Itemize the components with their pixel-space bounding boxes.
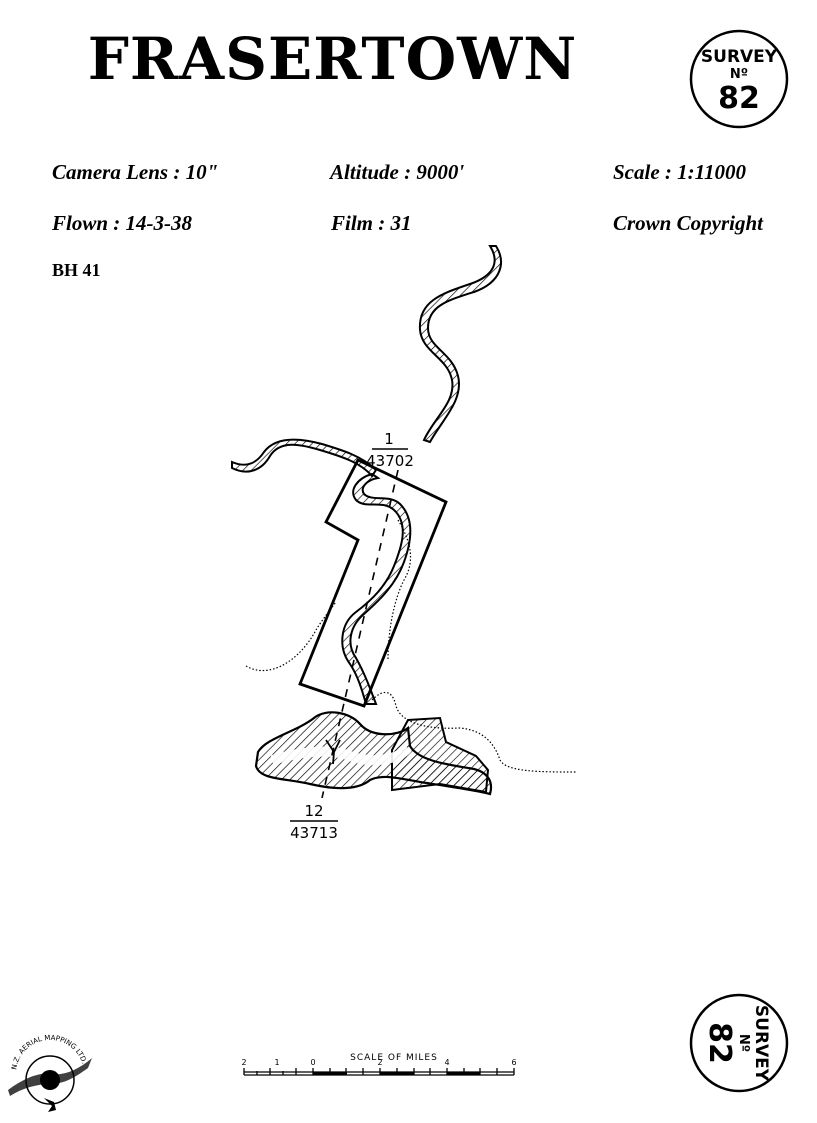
railway-line (245, 601, 337, 672)
flight-line (321, 469, 399, 799)
badge-bottom-survey-label: SURVEY (751, 1005, 771, 1082)
survey-badge-bottom: SURVEY Nº 82 (688, 992, 790, 1094)
lower-lake (254, 711, 493, 796)
camera-lens-text: Camera Lens : 10" (52, 160, 219, 184)
scale-tick-1: 1 (274, 1058, 279, 1067)
scale-tick-0: 2 (241, 1058, 246, 1067)
reference-code: BH 41 (52, 260, 101, 280)
scale-bar: SCALE OF MILES 2 1 (240, 1048, 530, 1085)
flown-date-text: Flown : 14-3-38 (52, 211, 193, 235)
scale-tick-4: 4 (444, 1058, 449, 1067)
badge-no-label: Nº (730, 67, 748, 82)
photo-coverage-boundary (298, 458, 448, 708)
direction-arrow-icon (325, 739, 341, 765)
end-photo-number: 12 (304, 802, 323, 820)
scale-tick-3: 2 (377, 1058, 382, 1067)
scale-bar-label: SCALE OF MILES (350, 1053, 438, 1063)
road-east (371, 691, 577, 773)
river-main (341, 472, 412, 705)
road-river (387, 519, 412, 661)
badge-survey-label: SURVEY (701, 47, 778, 67)
copyright-text: Crown Copyright (613, 211, 763, 235)
scale-tick-5: 6 (511, 1058, 516, 1067)
end-photo-code: 43713 (290, 824, 338, 842)
badge-bottom-number: 82 (702, 1022, 737, 1064)
river-upper (418, 245, 502, 444)
map-title: FRASERTOWN (87, 25, 578, 93)
survey-badge-top: SURVEY Nº 82 (688, 28, 790, 130)
badge-number: 82 (718, 81, 760, 116)
river-west (231, 438, 378, 478)
scale-text: Scale : 1:11000 (613, 160, 746, 184)
flight-map: 1 43702 12 43713 (220, 240, 600, 865)
logo-text: N.Z. AERIAL MAPPING LTD. (10, 1034, 88, 1071)
scale-tick-2: 0 (310, 1058, 315, 1067)
start-photo-code: 43702 (366, 452, 414, 470)
film-text: Film : 31 (331, 211, 412, 235)
altitude-text: Altitude : 9000' (330, 160, 465, 184)
badge-bottom-no-label: Nº (736, 1034, 751, 1052)
start-photo-number: 1 (384, 430, 394, 448)
aerial-mapping-logo: N.Z. AERIAL MAPPING LTD. (4, 1032, 96, 1121)
